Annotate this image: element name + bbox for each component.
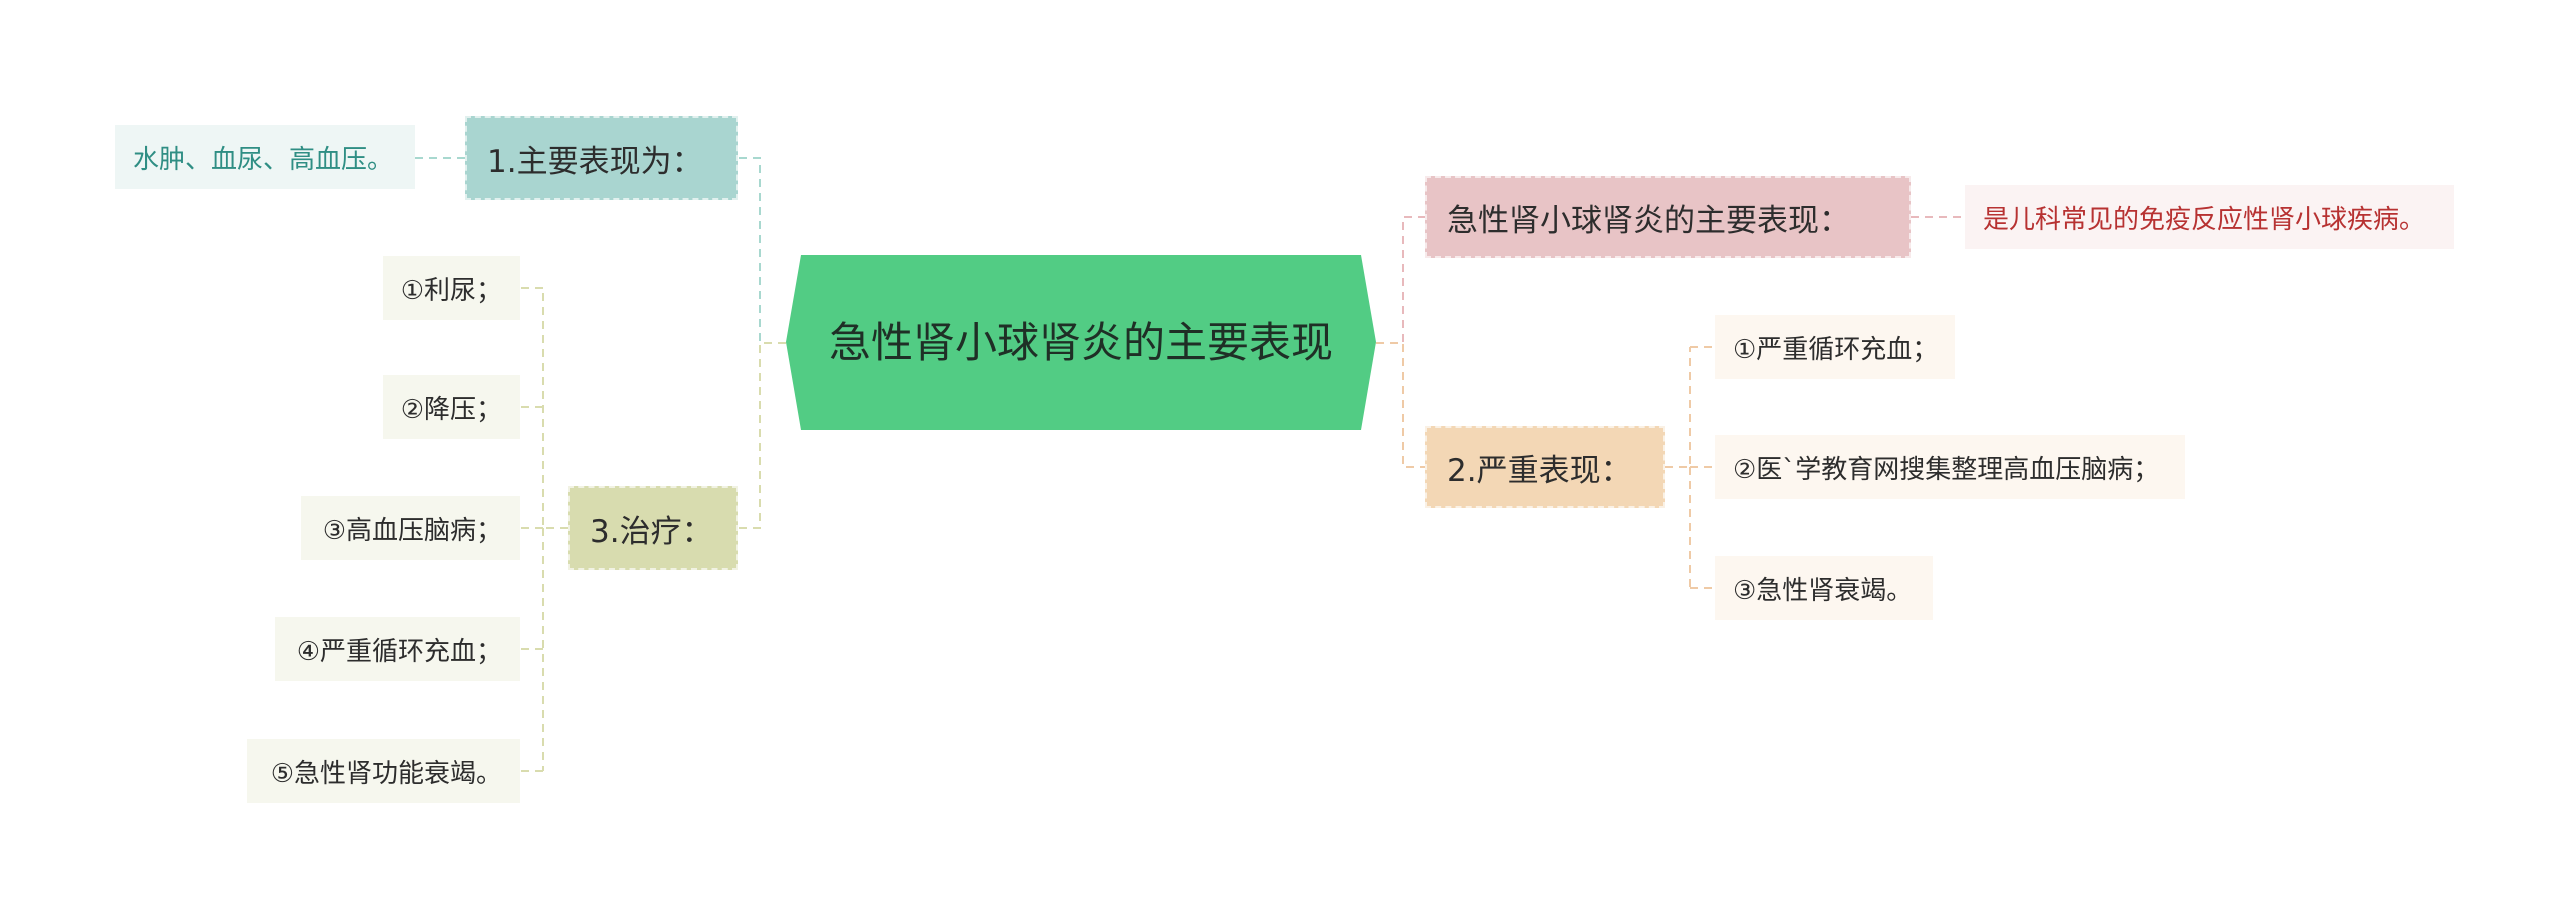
leaf-treatment-5[interactable]: ⑤急性肾功能衰竭。 [247,739,520,803]
central-topic-label: 急性肾小球肾炎的主要表现 [828,317,1333,367]
leaf-label: ⑤急性肾功能衰竭。 [270,758,502,789]
link-b2-trunk [1665,347,1691,588]
leaf-treatment-2[interactable]: ②降压； [383,375,520,439]
link-central-b1 [738,157,786,344]
branch-label: 2.严重表现： [1447,452,1632,489]
leaf-label: ③高血压脑病； [322,515,502,546]
link-b3-trunk [542,288,568,771]
link-central-b4 [1376,216,1425,344]
leaf-edema-hematuria-hypertension[interactable]: 水肿、血尿、高血压。 [115,125,415,189]
branch-label: 1.主要表现为： [487,143,703,180]
leaf-severe-3[interactable]: ③急性肾衰竭。 [1715,556,1933,620]
leaf-severe-1[interactable]: ①严重循环充血； [1715,315,1955,379]
branch-label: 急性肾小球肾炎的主要表现： [1447,202,1850,239]
branch-overview[interactable]: 急性肾小球肾炎的主要表现： [1425,176,1911,258]
leaf-label: ①利尿； [400,275,502,306]
branch-severe-manifestations[interactable]: 2.严重表现： [1425,426,1665,508]
leaf-label: 是儿科常见的免疫反应性肾小球疾病。 [1983,204,2426,235]
leaf-treatment-4[interactable]: ④严重循环充血； [275,617,520,681]
branch-main-manifestations[interactable]: 1.主要表现为： [465,116,738,200]
branch-label: 3.治疗： [590,513,713,550]
leaf-treatment-3[interactable]: ③高血压脑病； [301,496,520,560]
central-topic[interactable]: 急性肾小球肾炎的主要表现 [786,255,1376,430]
leaf-label: ②医`学教育网搜集整理高血压脑病； [1733,454,2160,485]
leaf-overview-definition[interactable]: 是儿科常见的免疫反应性肾小球疾病。 [1965,185,2454,249]
leaf-label: 水肿、血尿、高血压。 [133,144,394,175]
leaf-treatment-1[interactable]: ①利尿； [383,256,520,320]
leaf-label: ③急性肾衰竭。 [1733,575,1913,606]
leaf-label: ①严重循环充血； [1733,334,1939,365]
branch-treatment[interactable]: 3.治疗： [568,486,738,570]
leaf-label: ④严重循环充血； [296,636,502,667]
leaf-label: ②降压； [400,394,502,425]
link-central-b2 [1376,342,1425,468]
link-central-b3 [738,342,786,529]
leaf-severe-2[interactable]: ②医`学教育网搜集整理高血压脑病； [1715,435,2185,499]
